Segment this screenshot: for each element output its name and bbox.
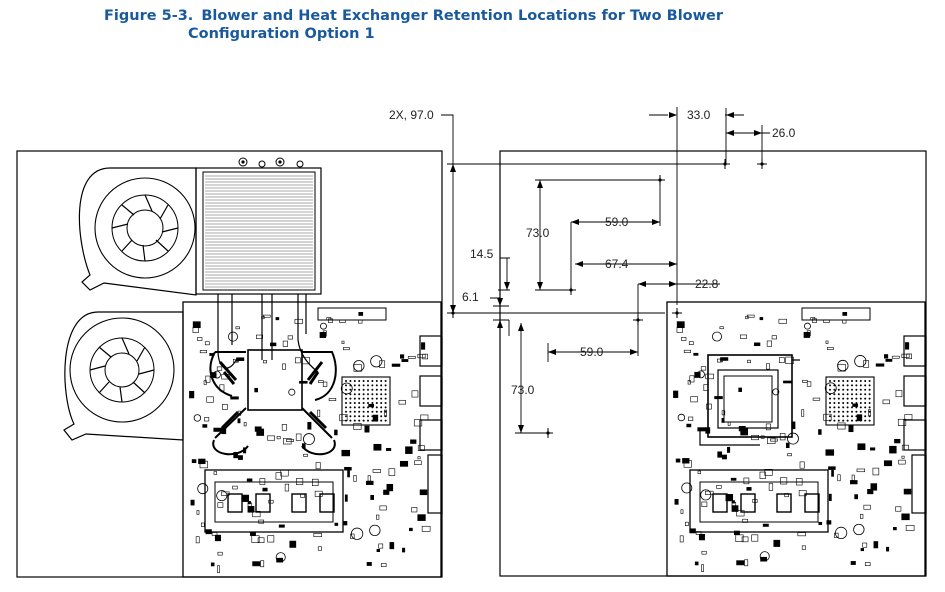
- heat-exchanger: [195, 157, 322, 295]
- memory-chip: [804, 493, 820, 513]
- upper-blower: [78, 167, 197, 296]
- memory-chip: [776, 493, 792, 513]
- dimension-lines: [441, 107, 770, 434]
- retention-hole-marker: [720, 159, 730, 169]
- figure-caption: Figure 5-3. Blower and Heat Exchanger Ret…: [104, 7, 723, 43]
- left-panel: [16, 150, 443, 578]
- dim-73-top: 73.0: [526, 226, 550, 240]
- lower-blower: [63, 311, 184, 441]
- dim-26: 26.0: [772, 126, 796, 140]
- memory-chip: [255, 493, 271, 513]
- dimension-labels: 2X, 97.0 33.0 26.0 73.0 59.0 14.5 67.4 2…: [389, 108, 796, 397]
- dim-59-bottom: 59.0: [580, 345, 604, 359]
- memory-chip: [227, 493, 243, 513]
- memory-chip: [712, 493, 728, 513]
- figure-number: Figure 5-3.: [104, 8, 194, 24]
- memory-chip: [291, 493, 307, 513]
- right-motherboard: [666, 301, 927, 577]
- dim-6-1: 6.1: [462, 290, 479, 304]
- memory-chip: [319, 493, 335, 513]
- memory-chip: [740, 493, 756, 513]
- dim-22-8: 22.8: [695, 277, 719, 291]
- dim-73-bottom: 73.0: [511, 383, 535, 397]
- right-panel: [448, 150, 927, 577]
- dim-2x-97: 2X, 97.0: [389, 108, 434, 122]
- left-motherboard: [182, 294, 443, 578]
- caption-title-line1: Blower and Heat Exchanger Retention Loca…: [201, 8, 724, 24]
- dim-59-top: 59.0: [605, 215, 629, 229]
- dim-14-5: 14.5: [470, 247, 494, 261]
- caption-line-1: Figure 5-3. Blower and Heat Exchanger Ret…: [104, 7, 723, 25]
- retention-hole-marker: [672, 308, 682, 318]
- caption-title-line2: Configuration Option 1: [188, 26, 375, 42]
- dim-67-4: 67.4: [605, 257, 629, 271]
- dimension-arrows: [450, 112, 762, 433]
- dim-33: 33.0: [687, 108, 711, 122]
